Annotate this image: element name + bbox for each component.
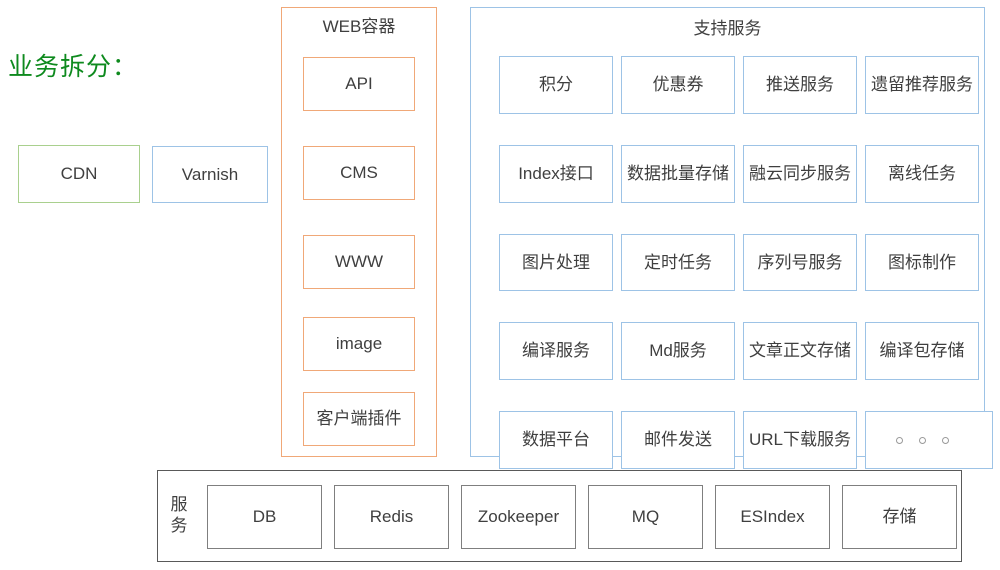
node-offline-task[interactable]: 离线任务 [865, 145, 979, 203]
node-client-plugin[interactable]: 客户端插件 [303, 392, 415, 446]
node-cdn[interactable]: CDN [18, 145, 140, 203]
node-index-api[interactable]: Index接口 [499, 145, 613, 203]
node-esindex[interactable]: ESIndex [715, 485, 830, 549]
node-compile-service[interactable]: 编译服务 [499, 322, 613, 380]
node-image[interactable]: image [303, 317, 415, 371]
node-more-ellipsis[interactable] [865, 411, 993, 469]
node-varnish[interactable]: Varnish [152, 146, 268, 203]
service-bar-label: 服务 [170, 495, 188, 535]
node-image-processing[interactable]: 图片处理 [499, 234, 613, 291]
ellipsis-dot-icon [941, 436, 949, 444]
node-db[interactable]: DB [207, 485, 322, 549]
node-article-storage[interactable]: 文章正文存储 [743, 322, 857, 380]
node-legacy-recommend[interactable]: 遗留推荐服务 [865, 56, 979, 114]
node-package-storage[interactable]: 编译包存储 [865, 322, 979, 380]
page-title: 业务拆分： [8, 53, 139, 81]
node-md-service[interactable]: Md服务 [621, 322, 735, 380]
node-batch-storage[interactable]: 数据批量存储 [621, 145, 735, 203]
node-redis[interactable]: Redis [334, 485, 449, 549]
node-coupon[interactable]: 优惠券 [621, 56, 735, 114]
ellipsis-dot-icon [918, 436, 926, 444]
node-points[interactable]: 积分 [499, 56, 613, 114]
support-services-grid: 积分 优惠券 推送服务 遗留推荐服务 Index接口 数据批量存储 融云同步服务… [499, 56, 993, 469]
node-data-platform[interactable]: 数据平台 [499, 411, 613, 469]
node-scheduled-task[interactable]: 定时任务 [621, 234, 735, 291]
node-mq[interactable]: MQ [588, 485, 703, 549]
node-rongcloud-sync[interactable]: 融云同步服务 [743, 145, 857, 203]
node-sequence-service[interactable]: 序列号服务 [743, 234, 857, 291]
support-services-title: 支持服务 [693, 19, 762, 38]
node-cms[interactable]: CMS [303, 146, 415, 200]
node-icon-production[interactable]: 图标制作 [865, 234, 979, 291]
node-url-download[interactable]: URL下载服务 [743, 411, 857, 469]
ellipsis-dot-icon [895, 436, 903, 444]
node-www[interactable]: WWW [303, 235, 415, 289]
node-storage[interactable]: 存储 [842, 485, 957, 549]
node-api[interactable]: API [303, 57, 415, 111]
node-zookeeper[interactable]: Zookeeper [461, 485, 576, 549]
service-bar-node-row: DB Redis Zookeeper MQ ESIndex 存储 [207, 485, 957, 549]
node-push-service[interactable]: 推送服务 [743, 56, 857, 114]
web-container-title: WEB容器 [322, 17, 396, 36]
node-mail-send[interactable]: 邮件发送 [621, 411, 735, 469]
